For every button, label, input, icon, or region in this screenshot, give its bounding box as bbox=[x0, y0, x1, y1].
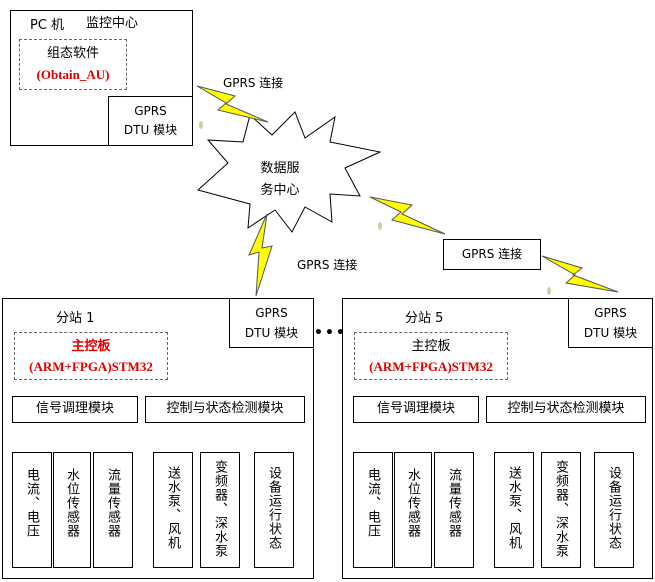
station-1-dtu-box bbox=[229, 298, 314, 348]
station-1-sensor-box bbox=[93, 452, 133, 568]
center-dtu-line2: DTU 模块 bbox=[123, 123, 178, 137]
station-1-control-module-label: 控制与状态检测模块 bbox=[166, 401, 284, 416]
station-5-control-module bbox=[486, 396, 646, 423]
station-1-device-label: 变频器、深水泵 bbox=[212, 460, 227, 558]
cloud-line2: 务中心 bbox=[260, 183, 300, 198]
data-center-cloud bbox=[196, 111, 382, 233]
station-1-sensor-label: 电流、电压 bbox=[24, 468, 39, 538]
station-1-sensor-box bbox=[53, 452, 91, 568]
station-5-sensor-label: 流量传感器 bbox=[446, 468, 461, 538]
station-1-control-module bbox=[145, 396, 305, 423]
cloud-line1: 数据服 bbox=[260, 161, 300, 176]
gprs-link-label-right: GPRS 连接 bbox=[461, 247, 523, 261]
station-5-title: 分站 5 bbox=[405, 311, 444, 326]
station-ellipsis: ••• bbox=[314, 325, 347, 341]
gprs-link-box-right bbox=[443, 239, 541, 270]
station-1-sensor-label: 水位传感器 bbox=[64, 468, 79, 538]
station-5-device-box bbox=[541, 452, 581, 568]
station-5-control-module-label: 控制与状态检测模块 bbox=[507, 401, 625, 416]
station-1-device-box bbox=[153, 452, 193, 568]
station-1-device-label: 设备运行状态 bbox=[266, 466, 281, 550]
station-5-dtu-line2: DTU 模块 bbox=[583, 326, 638, 340]
gprs-link-label-top: GPRS 连接 bbox=[223, 76, 284, 90]
station-1-sensor-box bbox=[12, 452, 52, 568]
station-5-signal-module-label: 信号调理模块 bbox=[376, 401, 455, 416]
station-1-sensor-label: 流量传感器 bbox=[105, 468, 120, 538]
station-5-device-label: 设备运行状态 bbox=[606, 466, 621, 550]
software-label: 组态软件 bbox=[46, 46, 99, 61]
gprs-link-label-left: GPRS 连接 bbox=[297, 258, 358, 272]
station-5-dtu-box bbox=[568, 298, 653, 348]
center-dtu-line1: GPRS bbox=[134, 104, 167, 118]
station-1-board-line2: (ARM+FPGA)STM32 bbox=[29, 359, 153, 374]
station-5-dtu-line1: GPRS bbox=[594, 306, 627, 320]
monitoring-center-title: 监控中心 bbox=[86, 16, 139, 31]
station-1-dtu-line2: DTU 模块 bbox=[244, 326, 299, 340]
station-1-dtu-line1: GPRS bbox=[255, 306, 288, 320]
station-5-device-box bbox=[494, 452, 534, 568]
station-1-device-box bbox=[254, 452, 294, 568]
station-5-sensor-label: 电流、电压 bbox=[365, 468, 380, 538]
station-5-sensor-box bbox=[434, 452, 474, 568]
center-dtu-box bbox=[108, 96, 193, 146]
lightning-bolt-middle bbox=[369, 196, 446, 235]
station-5-sensor-label: 水位传感器 bbox=[405, 468, 420, 538]
decoration-mark bbox=[199, 121, 203, 129]
lightning-bolt-right bbox=[541, 255, 619, 293]
lightning-bolt-top bbox=[196, 85, 269, 123]
station-5-device-label: 变频器、深水泵 bbox=[553, 460, 568, 558]
station-5-device-box bbox=[594, 452, 634, 568]
station-1-signal-module-label: 信号调理模块 bbox=[35, 401, 114, 416]
station-1-device-box bbox=[200, 452, 240, 568]
pc-label: PC 机 bbox=[30, 18, 65, 33]
software-box bbox=[19, 39, 127, 90]
station-1-board-line1: 主控板 bbox=[71, 339, 111, 354]
station-1-device-label: 送水泵、风机 bbox=[165, 466, 180, 550]
station-5-sensor-box bbox=[394, 452, 432, 568]
lightning-bolt-left bbox=[248, 213, 273, 297]
station-5-sensor-box bbox=[353, 452, 393, 568]
decoration-mark bbox=[547, 287, 551, 295]
station-1-board-box bbox=[14, 332, 168, 380]
station-5-board-line2: (ARM+FPGA)STM32 bbox=[369, 359, 493, 374]
decoration-mark bbox=[378, 222, 382, 230]
station-5-board-box bbox=[354, 332, 508, 380]
software-name: (Obtain_AU) bbox=[36, 67, 110, 82]
station-1-title: 分站 1 bbox=[56, 311, 95, 326]
station-1-signal-module bbox=[12, 396, 138, 423]
station-5-board-line1: 主控板 bbox=[411, 339, 451, 354]
station-5-device-label: 送水泵、风机 bbox=[506, 466, 521, 550]
station-5-signal-module bbox=[353, 396, 479, 423]
